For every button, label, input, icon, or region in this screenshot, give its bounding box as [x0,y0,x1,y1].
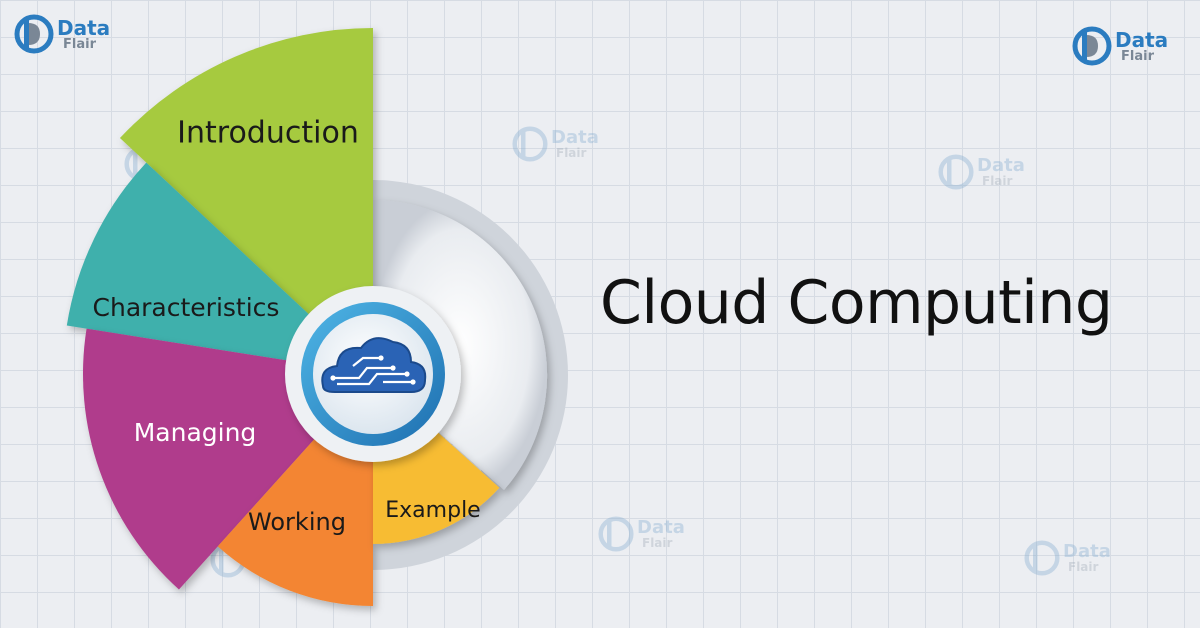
watermark-logo: Data Flair [1024,540,1111,576]
segment-managing [83,328,320,590]
brand-word-2: Flair [63,36,96,52]
brand-word-1: Data [57,15,111,40]
segment-label-working: Working [248,508,346,536]
segments-layer: IntroductionCharacteristicsManagingWorki… [66,28,500,606]
segment-label-characteristics: Characteristics [93,293,280,322]
segment-introduction [119,28,373,320]
watermark-word-1: Data [551,127,599,148]
watermark-word-1: Data [637,517,685,538]
watermark-mark-icon [1024,540,1060,576]
segment-highlight-example [373,427,500,544]
brand-logo-top-left: Data Flair [14,14,110,54]
segment-highlight-characteristics [66,162,315,362]
segment-working [217,433,373,606]
segment-characteristics [66,162,315,362]
watermark-word-1: Data [1063,541,1111,562]
watermark-logo: Data Flair [938,154,1025,190]
outer-rim-arc [373,180,568,570]
watermark-mark-icon [598,516,634,552]
watermark-mark-icon [938,154,974,190]
segment-highlight-introduction [119,28,373,320]
watermark-word-2: Flair [556,146,587,160]
segment-label-introduction: Introduction [177,116,359,151]
watermark-mark-icon [512,126,548,162]
watermark-word-1: Data [977,155,1025,176]
brand-word-2: Flair [1121,48,1154,64]
brand-logo-top-right: Data Flair [1072,26,1168,66]
watermark-word-2: Flair [642,536,673,550]
page-title: Cloud Computing [600,268,1113,338]
watermark-word-2: Flair [982,174,1013,188]
brand-mark-icon [1072,26,1112,66]
watermark-logo: Data Flair [512,126,599,162]
segment-label-example: Example [385,498,480,523]
segment-highlight-managing [83,328,320,590]
watermark-word-2: Flair [1068,560,1099,574]
brand-word-1: Data [1115,27,1169,52]
segment-example [373,427,500,544]
brand-mark-icon [14,14,54,54]
cloud-circuit-icon [321,337,427,393]
segment-highlight-working [217,433,373,606]
segment-label-managing: Managing [134,418,257,447]
inner-rim-arc [373,200,548,490]
watermark-logo: Data Flair [598,516,685,552]
